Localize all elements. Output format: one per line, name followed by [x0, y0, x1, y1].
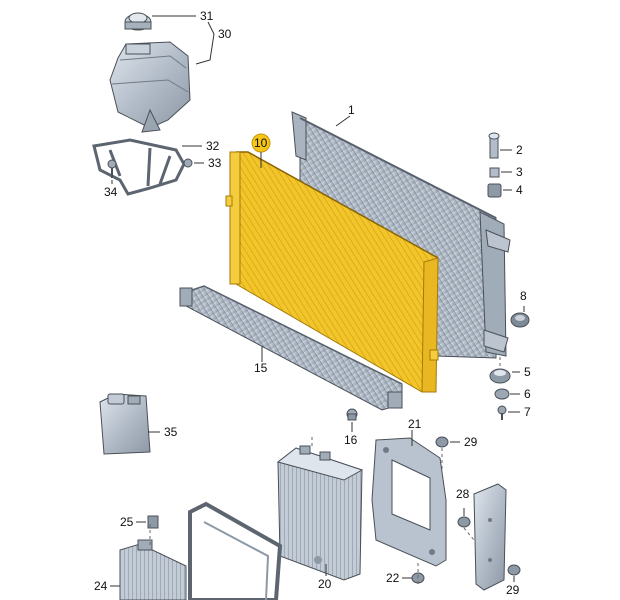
callout-31: 31 — [200, 9, 214, 23]
reservoir-cap-part — [124, 12, 152, 31]
pin-2-part — [488, 132, 500, 159]
lower-cooler-part — [119, 539, 187, 600]
callout-35: 35 — [164, 425, 178, 439]
callout-7: 7 — [524, 405, 531, 419]
callout-29-upper: 29 — [464, 435, 478, 449]
bracket-plate-part — [371, 437, 447, 567]
expansion-tank-part — [109, 41, 191, 133]
condenser-part-highlighted — [225, 151, 439, 393]
callout-3: 3 — [516, 165, 523, 179]
bolt-16-part — [346, 408, 358, 421]
callout-33: 33 — [208, 156, 222, 170]
callout-34: 34 — [104, 185, 118, 199]
nut-28-part — [457, 516, 471, 528]
callout-6: 6 — [524, 387, 531, 401]
callout-1: 1 — [348, 103, 355, 117]
mount-6-part — [494, 388, 510, 400]
mount-5-part — [489, 368, 511, 384]
grommet-3-part — [489, 167, 500, 178]
tank-bracket-part — [92, 138, 186, 196]
nut-29-upper-part — [435, 436, 449, 448]
callout-22: 22 — [386, 571, 400, 585]
callout-5: 5 — [524, 365, 531, 379]
callout-15: 15 — [254, 361, 268, 375]
bolt-34-part — [107, 159, 117, 178]
callout-16: 16 — [344, 433, 358, 447]
callout-29-lower: 29 — [506, 583, 520, 597]
nut-33-part — [183, 158, 193, 168]
assembly-guide-lines — [149, 356, 501, 584]
callout-4: 4 — [516, 183, 523, 197]
side-panel-part — [473, 483, 507, 591]
callout-30: 30 — [218, 27, 232, 41]
nut-25-part — [147, 515, 159, 529]
auxiliary-cooler-part — [179, 285, 403, 411]
callout-20: 20 — [318, 577, 332, 591]
bolt-7-part — [497, 405, 507, 420]
heat-exchanger-part — [276, 445, 364, 581]
callout-10: 10 — [254, 136, 268, 150]
callout-2: 2 — [516, 143, 523, 157]
callout-25: 25 — [120, 515, 134, 529]
callout-24: 24 — [94, 579, 108, 593]
coolant-canister-part — [99, 393, 151, 455]
callout-32: 32 — [206, 139, 220, 153]
nut-29-lower-part — [507, 564, 521, 576]
mount-8-part — [510, 312, 530, 328]
callout-28: 28 — [456, 487, 470, 501]
callout-8: 8 — [520, 289, 527, 303]
mounting-frame-part — [188, 501, 283, 600]
mount-4-part — [487, 183, 502, 198]
callout-21: 21 — [408, 417, 422, 431]
